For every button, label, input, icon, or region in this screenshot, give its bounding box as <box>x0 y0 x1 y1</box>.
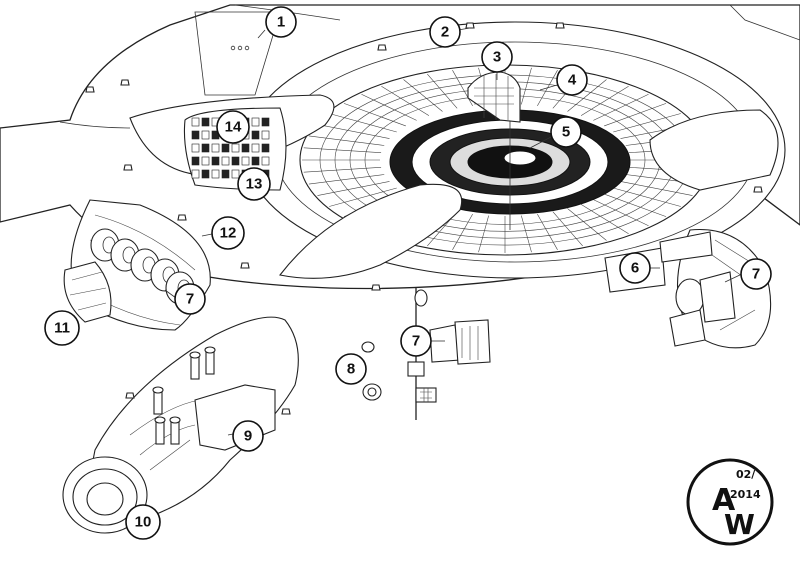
callout-4-label: 4 <box>568 72 577 89</box>
aw-stamp-logo: A W 02/ 2014 <box>686 458 774 546</box>
callout-11: 11 <box>44 310 80 346</box>
callout-8: 8 <box>335 353 367 385</box>
surface-studs <box>85 22 763 415</box>
callout-14-label: 14 <box>225 119 242 136</box>
callout-11-label: 11 <box>54 320 70 337</box>
callout-3: 3 <box>481 41 513 80</box>
callout-12: 12 <box>201 216 245 250</box>
stamp-month: 02/ <box>736 468 756 481</box>
callout-6-label: 6 <box>631 260 639 277</box>
callout-9-label: 9 <box>244 428 252 445</box>
stamp-initial-a: A <box>712 483 736 518</box>
callout-7-right: 7 <box>724 258 772 290</box>
callout-4: 4 <box>539 64 588 96</box>
callout-13: 13 <box>237 167 271 201</box>
callout-5: 5 <box>529 116 582 149</box>
stamp-initial-w: W <box>724 508 755 541</box>
callout-2-label: 2 <box>441 24 449 41</box>
callout-7-center: 7 <box>400 325 445 357</box>
callout-14: 14 <box>216 110 250 144</box>
central-strut <box>361 288 491 420</box>
callout-8-label: 8 <box>347 361 355 378</box>
engine-nacelle <box>62 316 299 534</box>
callout-5-label: 5 <box>562 124 570 141</box>
callout-7-left: 7 <box>164 283 206 315</box>
callout-7-left-label: 7 <box>186 291 194 308</box>
callout-1: 1 <box>257 6 297 39</box>
vents-1 <box>230 45 250 51</box>
callout-7-right-label: 7 <box>752 266 760 283</box>
stamp-year: 2014 <box>730 488 761 501</box>
callout-9: 9 <box>227 420 264 452</box>
callout-6: 6 <box>619 252 660 284</box>
callout-1-label: 1 <box>277 14 285 31</box>
callout-13-label: 13 <box>246 176 263 193</box>
callout-10-label: 10 <box>135 514 152 531</box>
callout-10: 10 <box>125 504 161 540</box>
callout-2: 2 <box>429 16 471 48</box>
callout-12-label: 12 <box>220 225 237 242</box>
callout-7-center-label: 7 <box>412 333 420 350</box>
callout-3-label: 3 <box>493 49 501 66</box>
